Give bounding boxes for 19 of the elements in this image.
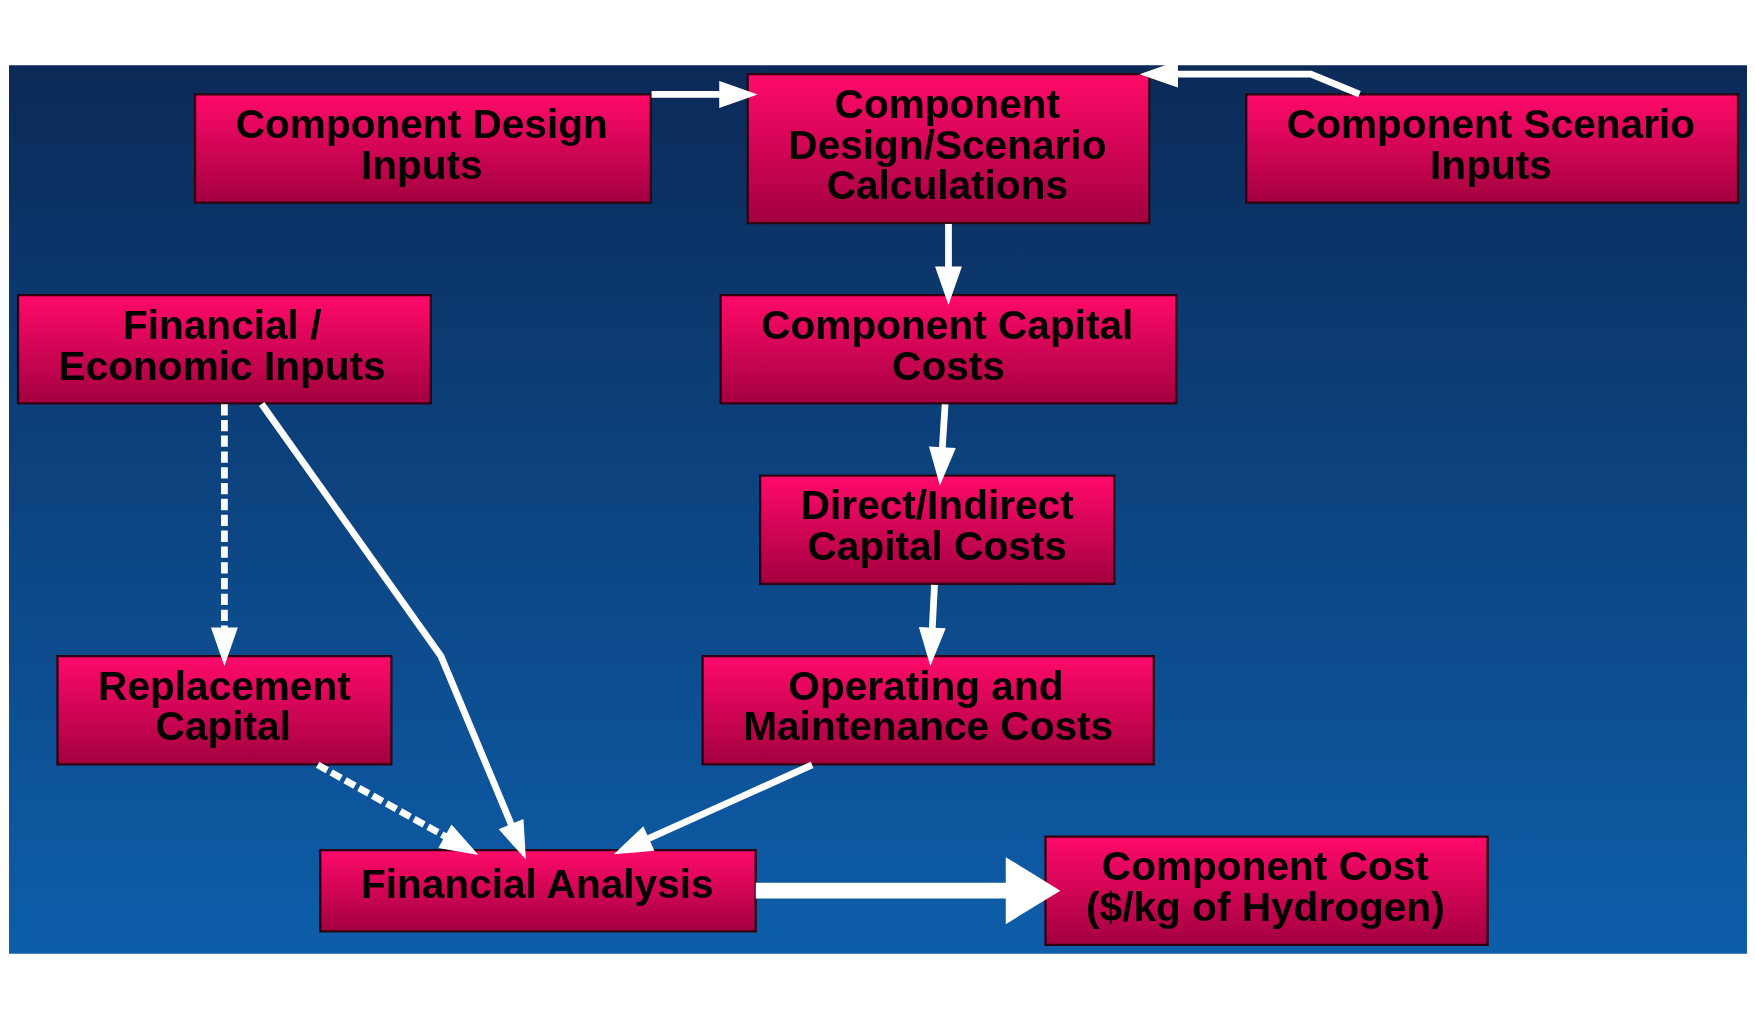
node-box: Component Scenario Inputs (1244, 92, 1739, 204)
node-box: Component Design Inputs (193, 92, 652, 204)
node-box: Component Design/Scenario Calculations (746, 72, 1150, 224)
arrow (210, 403, 238, 666)
node-box: Operating and Maintenance Costs (701, 654, 1155, 765)
node-box: Component Cost ($/kg of Hydrogen) (1043, 834, 1489, 946)
arrow (755, 856, 1060, 924)
arrow (928, 403, 956, 486)
node-box: Replacement Capital (55, 654, 392, 765)
node-box: Financial Analysis (318, 848, 757, 932)
arrow (315, 761, 478, 855)
arrow (918, 584, 946, 666)
arrow (934, 223, 962, 305)
node-box: Component Capital Costs (719, 293, 1177, 405)
arrow (651, 80, 758, 108)
arrow (258, 401, 526, 860)
node-box: Financial / Economic Inputs (16, 293, 432, 405)
node-box: Direct/Indirect Capital Costs (758, 474, 1115, 585)
arrow (613, 761, 814, 854)
